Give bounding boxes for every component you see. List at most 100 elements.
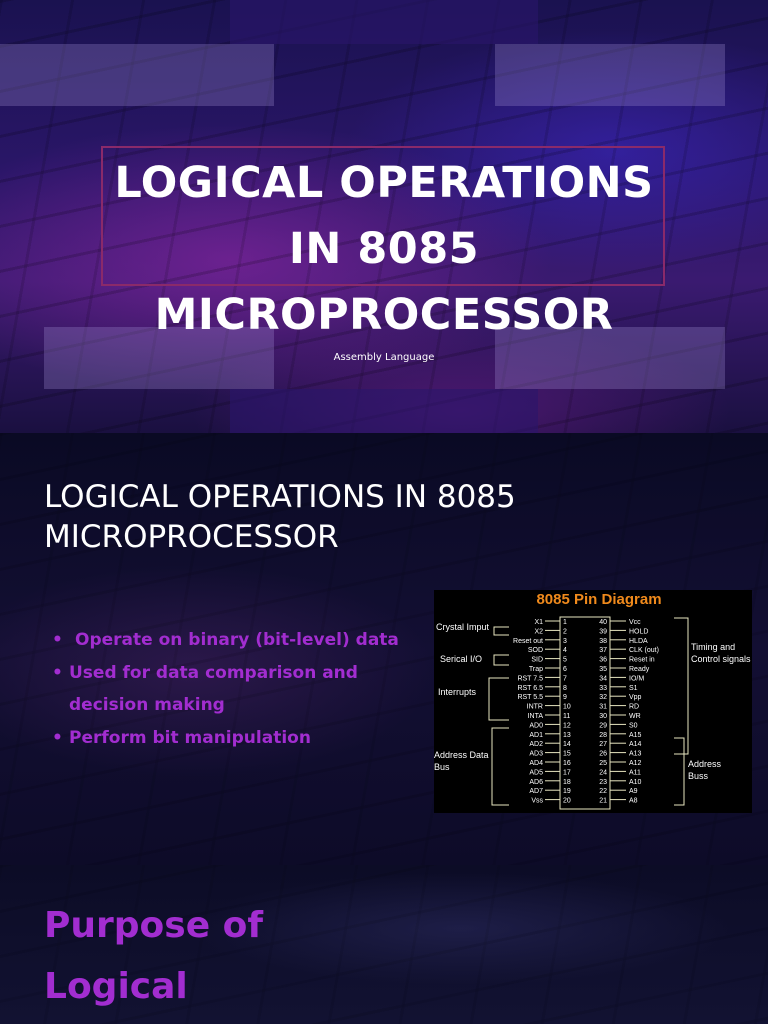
pin-number: 28 <box>599 732 607 739</box>
pin-label-left: AD5 <box>529 769 543 776</box>
pin-label-left: INTR <box>527 704 543 711</box>
pin-number: 24 <box>599 769 607 776</box>
title-slide: LOGICAL OPERATIONS IN 8085 MICROPROCESSO… <box>0 0 768 433</box>
pin-label-left: Reset out <box>513 638 543 645</box>
bracket-interrupts <box>488 677 509 721</box>
group-label: Serical I/O <box>440 654 482 664</box>
pin-number: 5 <box>563 657 567 664</box>
pin-number: 23 <box>599 779 607 786</box>
pin-label-left: AD6 <box>529 779 543 786</box>
bracket-crystal <box>493 626 509 636</box>
diagram-title: 8085 Pin Diagram <box>536 591 661 608</box>
pin-number: 15 <box>563 751 571 758</box>
group-label: Timing and <box>691 642 735 652</box>
pin-label-left: AD0 <box>529 722 543 729</box>
pin-label-right: S1 <box>629 685 638 692</box>
pin-label-left: SID <box>531 657 543 664</box>
pin-label-right: A8 <box>629 798 638 805</box>
pin-label-right: Vpp <box>629 694 642 701</box>
group-label: Bus <box>434 762 450 772</box>
decor-band <box>230 0 538 44</box>
pin-label-right: WR <box>629 713 641 720</box>
pin-number: 16 <box>563 760 571 767</box>
pin-label-right: CLK (out) <box>629 647 659 654</box>
pin-number: 3 <box>563 638 567 645</box>
pin-number: 35 <box>599 666 607 673</box>
decor-block <box>0 44 274 106</box>
pin-number: 9 <box>563 694 567 701</box>
pin-number: 26 <box>599 751 607 758</box>
pin-label-left: RST 5.5 <box>517 694 543 701</box>
pin-label-left: Vss <box>531 798 543 805</box>
pin-number: 31 <box>599 704 607 711</box>
pin-number: 18 <box>563 779 571 786</box>
pin-label-right: IO/M <box>629 675 644 682</box>
keyboard-background <box>0 865 768 1024</box>
decor-band <box>230 389 538 433</box>
pin-number: 14 <box>563 741 571 748</box>
pin-label-left: INTA <box>528 713 544 720</box>
pin-label-left: AD2 <box>529 741 543 748</box>
pin-label-left: X1 <box>534 619 543 626</box>
slide-subtitle: Assembly Language <box>333 352 435 363</box>
pin-number: 7 <box>563 675 567 682</box>
group-label: Address <box>688 759 722 769</box>
pin-label-right: A13 <box>629 751 642 758</box>
chip-outline <box>559 616 611 810</box>
bracket-address <box>674 737 685 806</box>
slide-heading-line: LOGICAL OPERATIONS IN 8085 <box>44 479 516 515</box>
slide-title-line: MICROPROCESSOR <box>154 290 614 340</box>
pin-label-left: RST 7.5 <box>517 675 543 682</box>
pin-number: 8 <box>563 685 567 692</box>
pin-label-left: X2 <box>534 628 543 635</box>
slide-heading-line: Purpose of <box>44 905 264 946</box>
pin-label-left: Trap <box>529 666 543 673</box>
group-label: Control signals <box>691 654 751 664</box>
pin-label-left: AD4 <box>529 760 543 767</box>
pin-number: 40 <box>599 619 607 626</box>
bullet-item: Operate on binary (bit-level) data <box>50 624 410 657</box>
group-label: Address Data <box>434 750 489 760</box>
pin-label-left: SOD <box>528 647 543 654</box>
bullet-item: Used for data comparison and decision ma… <box>50 657 410 722</box>
pin-number: 33 <box>599 685 607 692</box>
group-label: Crystal Imput <box>436 622 490 632</box>
pin-number: 19 <box>563 788 571 795</box>
bracket-address-data <box>491 727 509 806</box>
pin-number: 37 <box>599 647 607 654</box>
pin-number: 29 <box>599 722 607 729</box>
pin-number: 13 <box>563 732 571 739</box>
pin-label-right: HLDA <box>629 638 648 645</box>
pin-number: 25 <box>599 760 607 767</box>
keyboard-background <box>0 0 768 433</box>
slide-heading-line: Logical <box>44 966 188 1007</box>
decor-block <box>495 327 725 389</box>
bracket-timing <box>674 617 689 755</box>
pin-label-left: RST 6.5 <box>517 685 543 692</box>
diagram-background <box>434 590 752 813</box>
pin-number: 21 <box>599 798 607 805</box>
pin-label-right: Vcc <box>629 619 641 626</box>
group-label: Buss <box>688 771 709 781</box>
pin-label-right: S0 <box>629 722 638 729</box>
bracket-serial <box>493 654 509 666</box>
bullet-list: Operate on binary (bit-level) data Used … <box>50 624 410 754</box>
pin-label-right: A10 <box>629 779 642 786</box>
next-slide: Purpose of Logical <box>0 865 768 1024</box>
pin-number: 27 <box>599 741 607 748</box>
group-brackets <box>488 617 689 806</box>
pin-number: 17 <box>563 769 571 776</box>
pin-label-right: A9 <box>629 788 638 795</box>
pin-number: 10 <box>563 704 571 711</box>
pin-number: 6 <box>563 666 567 673</box>
pin-label-right: A14 <box>629 741 642 748</box>
slide-title: LOGICAL OPERATIONS IN 8085 MICROPROCESSO… <box>0 150 768 348</box>
title-frame <box>101 146 665 286</box>
pin-number: 1 <box>563 619 567 626</box>
pin-number: 4 <box>563 647 567 654</box>
decor-block <box>495 44 725 106</box>
pin-number: 32 <box>599 694 607 701</box>
decor-block <box>44 327 274 389</box>
slide-title-line: LOGICAL OPERATIONS <box>114 158 654 208</box>
